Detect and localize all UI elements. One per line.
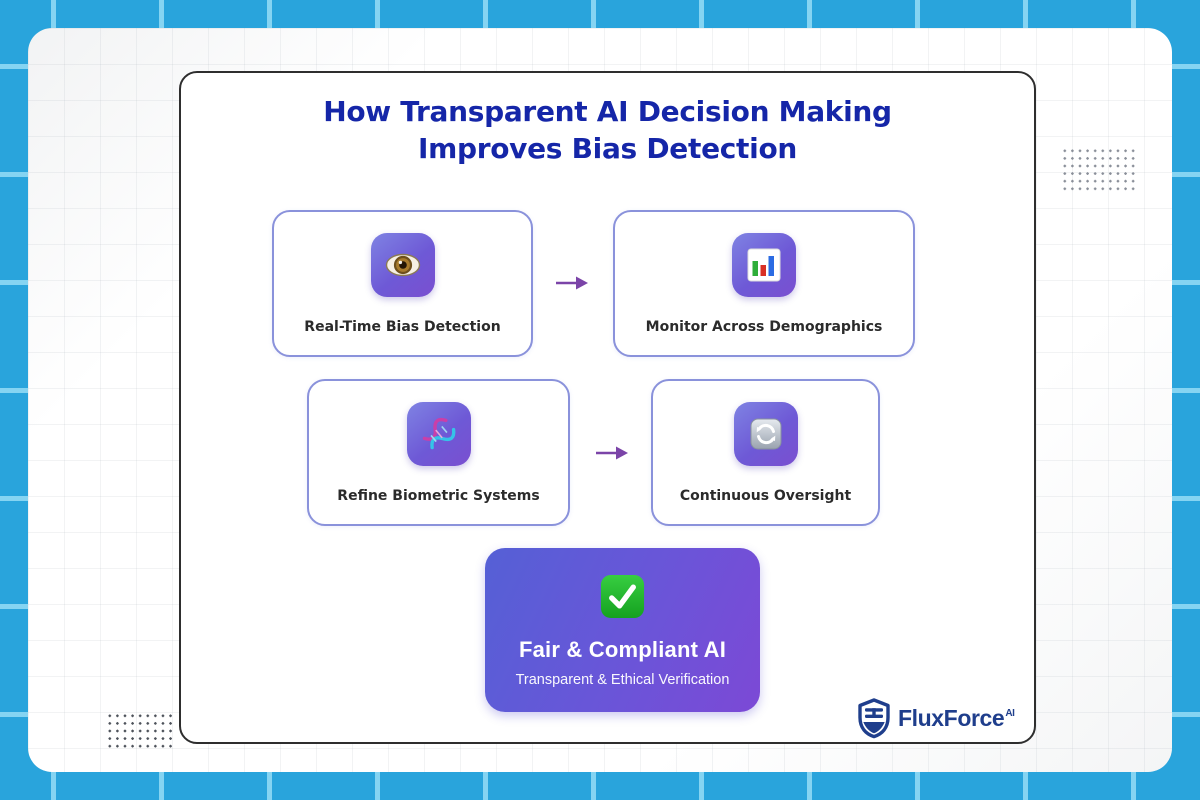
bar-chart-icon (732, 232, 796, 297)
brand-superscript: AI (1005, 707, 1015, 719)
outer-white-mat: How Transparent AI Decision Making Impro… (28, 28, 1172, 772)
dot-pattern-top-right (1061, 147, 1135, 191)
infographic-title: How Transparent AI Decision Making Impro… (323, 95, 892, 165)
brand-name: FluxForceAI (898, 704, 1015, 731)
feature-box-real-time-bias-detection: Real-Time Bias Detection (272, 210, 533, 357)
refresh-icon (733, 401, 798, 466)
dna-icon (406, 401, 471, 466)
dot-pattern-bottom-left (106, 712, 176, 751)
feature-label: Real-Time Bias Detection (304, 318, 501, 335)
check-mark-icon (599, 573, 646, 620)
shield-icon (857, 697, 891, 739)
flow-arrow-right-icon (555, 275, 589, 291)
brand-logo: FluxForceAI (857, 695, 1015, 741)
feature-label: Continuous Oversight (679, 487, 852, 504)
eye-icon (370, 232, 435, 297)
feature-box-monitor-across-demographics: Monitor Across Demographics (613, 210, 915, 357)
result-subtitle: Transparent & Ethical Verification (515, 671, 730, 688)
feature-label: Monitor Across Demographics (645, 318, 883, 335)
result-title: Fair & Compliant AI (518, 636, 727, 662)
infographic-card: How Transparent AI Decision Making Impro… (179, 71, 1036, 744)
feature-label: Refine Biometric Systems (337, 487, 540, 504)
flow-arrow-right-icon (595, 445, 629, 461)
result-card-fair-compliant-ai: Fair & Compliant AI Transparent & Ethica… (485, 548, 760, 712)
feature-box-refine-biometric-systems: Refine Biometric Systems (307, 379, 570, 526)
feature-box-continuous-oversight: Continuous Oversight (651, 379, 880, 526)
